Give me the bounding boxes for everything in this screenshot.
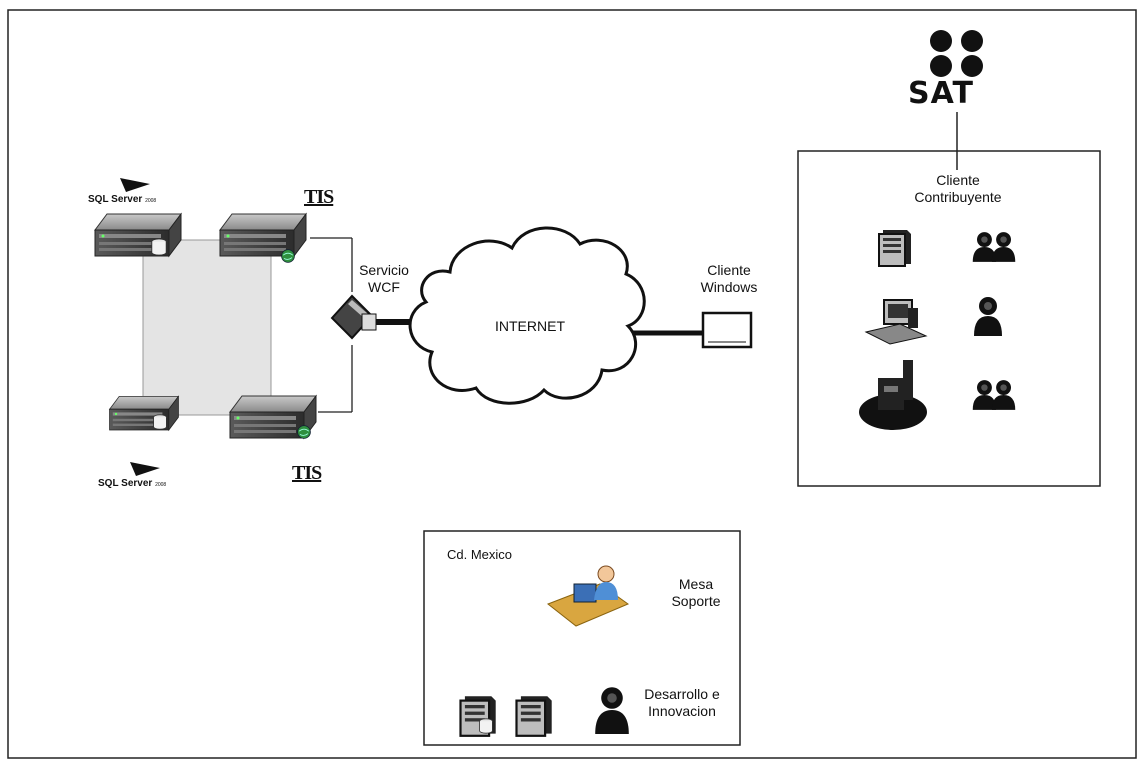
contrib-workstation-icon [864,299,928,345]
dev-user-icon [595,687,629,734]
server-cluster-area [142,239,272,416]
windows-client-label-line2: Windows [700,279,758,295]
server-bottom-right [229,395,317,439]
sat-logo-icon [930,30,983,77]
server-top-right [219,213,307,263]
contrib-user-icon [974,297,1002,336]
support-label-line1: Mesa [678,576,714,592]
tis-logo-text: TIS [304,186,334,208]
internet-cloud-icon [408,226,646,405]
sql-logo-version: 2008 [145,198,157,204]
windows-client-label: Cliente Windows [684,262,774,296]
server-bottom-left [109,395,179,431]
support-label-line2: Soporte [671,593,721,609]
sql-server-logo-top: SQL Server 2008 [84,172,194,212]
sql-logo-swoosh-icon-2 [130,462,160,476]
contrib-server-icon [878,229,911,267]
mexico-title: Cd. Mexico [447,547,513,562]
tis-logo-top: TIS [304,184,384,212]
server-top-left [94,213,182,257]
wcf-label-line2: WCF [368,279,400,295]
outer-frame [7,9,1137,759]
sql-logo-version-2: 2008 [155,482,167,488]
dev-label-line1: Desarrollo e [644,686,720,702]
contribuyente-label-line2: Contribuyente [914,189,1002,205]
tis-logo-text-2: TIS [292,462,322,484]
support-label: Mesa Soporte [654,576,738,610]
windows-client-icon [701,311,753,349]
windows-client-label-line1: Cliente [707,262,751,278]
dev-server-icon-1 [459,695,496,737]
sql-server-logo-bottom: SQL Server 2008 [94,456,204,496]
internet-label: INTERNET [495,318,565,334]
dev-label-line2: Innovacion [648,703,716,719]
contribuyente-box [797,150,1101,487]
sql-logo-swoosh-icon [120,178,150,192]
tis-logo-bottom: TIS [292,460,372,488]
contrib-users-icon-2 [972,380,1016,410]
contrib-users-icon-1 [972,232,1016,262]
mexico-box [423,530,741,746]
dev-label: Desarrollo e Innovacion [632,686,732,720]
contribuyente-label-line1: Cliente [936,172,980,188]
dev-server-icon-2 [515,695,552,737]
contrib-plotter-icon [859,360,927,430]
wcf-label-line1: Servicio [359,262,409,278]
sql-logo-text: SQL Server [88,194,143,205]
sql-logo-text-2: SQL Server [98,478,153,489]
contribuyente-label: Cliente Contribuyente [888,172,1028,206]
support-desk-icon [546,565,630,627]
wcf-service-icon [330,294,377,340]
sat-logo-text: SAT [908,76,974,111]
wcf-label: Servicio WCF [344,262,424,296]
